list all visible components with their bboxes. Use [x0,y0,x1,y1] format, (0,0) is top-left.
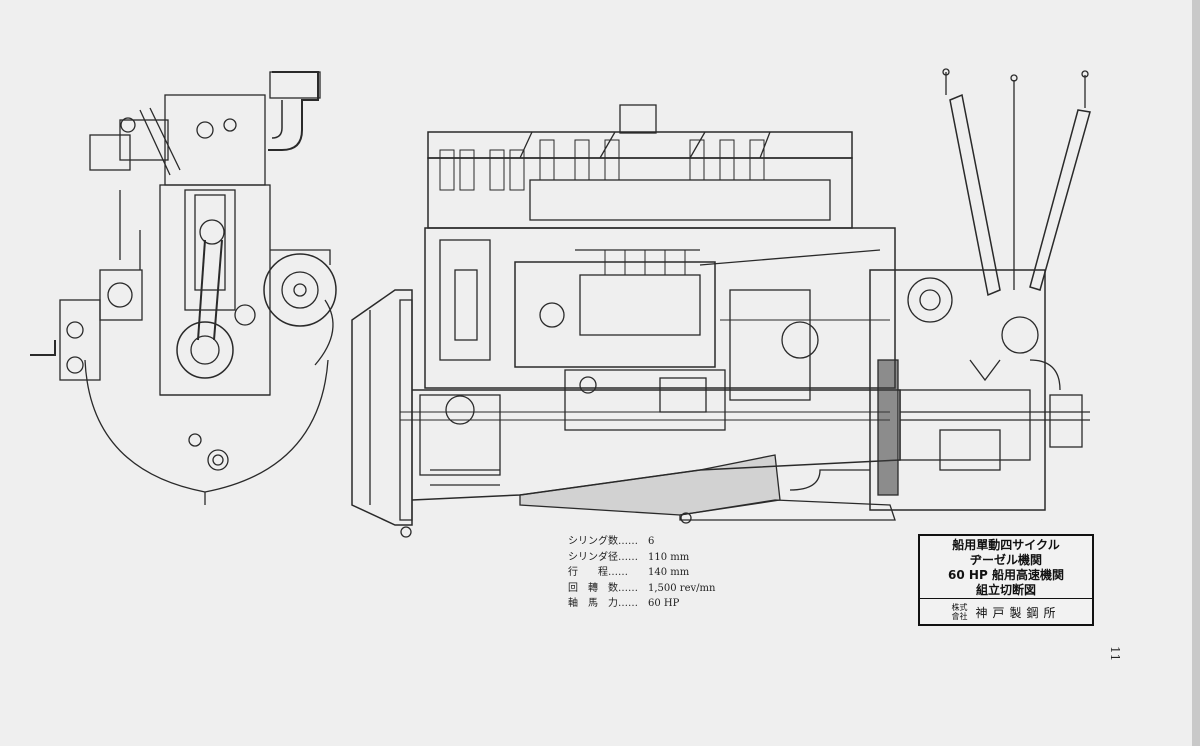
company-name-row: 株式 會社 神戸製鋼所 [920,599,1092,625]
spec-label: シリング数…… [568,536,638,547]
spec-label: 回 轉 数…… [568,582,638,594]
reverse-gearbox [789,68,1091,511]
title-line: 船用單動四サイクル [952,538,1060,552]
spec-label: 軸 馬 力…… [568,598,638,609]
spec-label: 行 程…… [568,567,628,578]
spec-value: 1,500 rev/mn [648,582,716,594]
page-number: 11 [1108,646,1122,662]
spec-value: 110 mm [648,551,690,563]
company-prefix-line: 株式 [951,603,968,612]
company-prefix: 株式 會社 [951,603,967,621]
spec-label: シリンダ径…… [568,551,638,563]
spec-row: シリンダ径…… 110 mm [568,550,715,566]
title-line: 組立切断図 [975,583,1036,597]
spec-value: 60 HP [648,598,680,609]
company-prefix-line: 會社 [951,612,968,621]
spec-row: シリング数…… 6 [568,534,715,550]
title-block-heading: 船用單動四サイクル ヂーゼル機関 60 HP 船用高速機関 組立切断図 [920,536,1092,599]
side-view [351,104,901,538]
specifications-list: シリング数…… 6 シリンダ径…… 110 mm 行 程…… 140 mm 回 … [568,534,715,612]
title-line: 60 HP 船用高速機関 [948,568,1064,582]
title-line: ヂーゼル機関 [969,553,1042,567]
spec-row: 軸 馬 力…… 60 HP [568,596,715,612]
title-block: 船用單動四サイクル ヂーゼル機関 60 HP 船用高速機関 組立切断図 株式 會… [918,534,1094,626]
company-name: 神戸製鋼所 [975,605,1061,620]
end-view [30,71,337,505]
spec-row: 行 程…… 140 mm [568,565,715,581]
spec-row: 回 轉 数…… 1,500 rev/mn [568,581,715,597]
spec-value: 140 mm [648,567,690,578]
spec-value: 6 [648,536,655,547]
page-edge [1192,0,1200,746]
